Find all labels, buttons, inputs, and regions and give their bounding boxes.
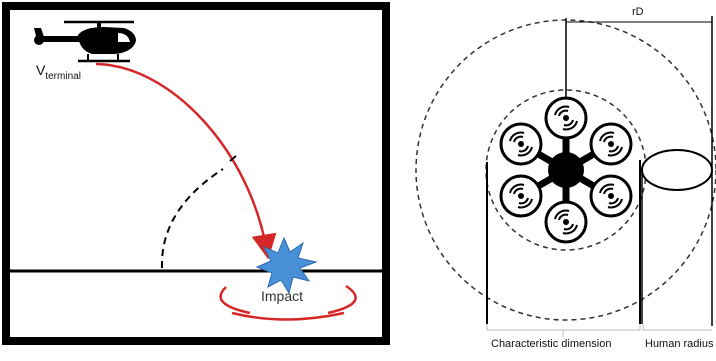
human-cross-section-icon xyxy=(641,149,713,324)
human-radius-bracket xyxy=(642,324,712,331)
velocity-label-main: V xyxy=(36,62,46,78)
left-panel xyxy=(2,2,390,345)
rotor-3 xyxy=(589,174,633,218)
rotor-4 xyxy=(544,200,588,244)
rotor-6 xyxy=(499,122,543,166)
human-radius-label: Human radius xyxy=(645,338,714,350)
left-panel-frame xyxy=(2,2,390,345)
right-panel xyxy=(415,16,716,337)
impact-burst-icon xyxy=(255,236,318,295)
rotor-2 xyxy=(589,122,633,166)
hexacopter-drone-icon xyxy=(499,96,633,244)
char-dim-bracket xyxy=(486,324,641,331)
characteristic-dimension-label: Characteristic dimension xyxy=(491,338,612,350)
impact-ring-bottom xyxy=(231,311,345,321)
trajectory-arrow xyxy=(95,62,277,260)
impact-label: Impact xyxy=(261,288,304,304)
impact-angle-arc xyxy=(160,168,224,269)
velocity-label: Vterminal xyxy=(36,62,81,82)
rd-label: rD xyxy=(632,6,644,18)
helicopter-icon xyxy=(34,20,136,63)
rotor-1 xyxy=(544,96,588,140)
arc-tick-mark xyxy=(229,155,237,162)
rotor-5 xyxy=(499,174,543,218)
impact-ring xyxy=(219,284,357,315)
velocity-label-sub: terminal xyxy=(45,70,81,82)
